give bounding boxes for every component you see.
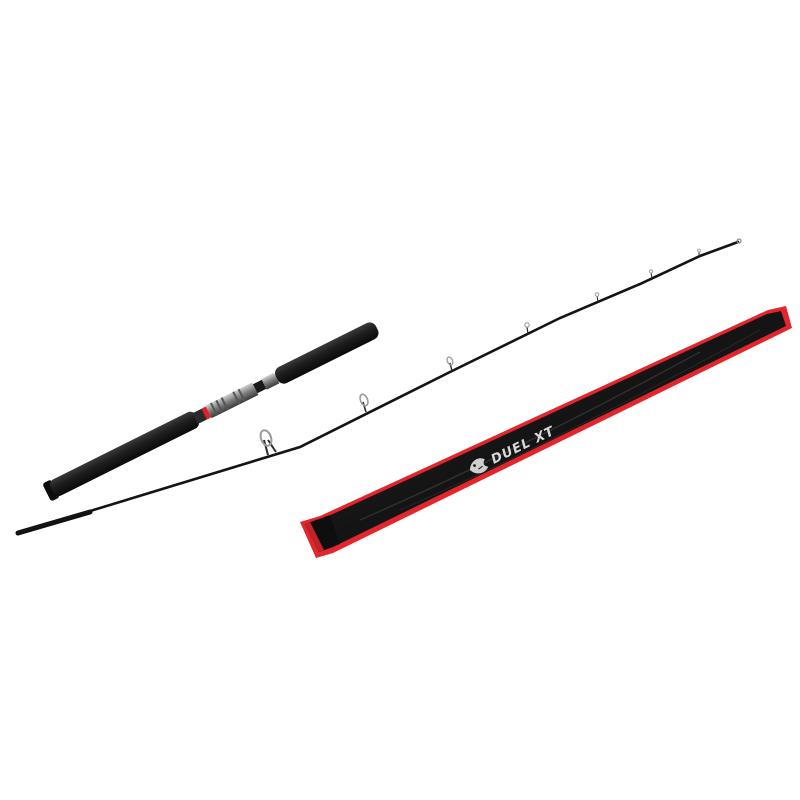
rod-butt-section — [43, 322, 379, 501]
rod-guides — [259, 238, 742, 456]
tip-top-guide — [736, 238, 742, 244]
reel-seat — [205, 382, 259, 419]
rear-foam-grip — [43, 322, 379, 501]
stripper-guide — [259, 429, 277, 456]
red-trim-ring — [201, 406, 212, 420]
rod-blank — [16, 240, 740, 535]
guide-5 — [594, 292, 600, 303]
butt-cap — [43, 480, 60, 501]
fish-head-logo-icon — [470, 458, 489, 474]
rod-case: DUEL XT — [300, 306, 792, 558]
guide-6 — [648, 269, 654, 279]
guide-3 — [446, 356, 454, 372]
rod-tip-section — [15, 238, 742, 536]
fore-foam-grip — [275, 322, 379, 384]
guide-4 — [524, 322, 530, 335]
guide-2 — [359, 393, 369, 413]
guide-7 — [697, 248, 701, 256]
